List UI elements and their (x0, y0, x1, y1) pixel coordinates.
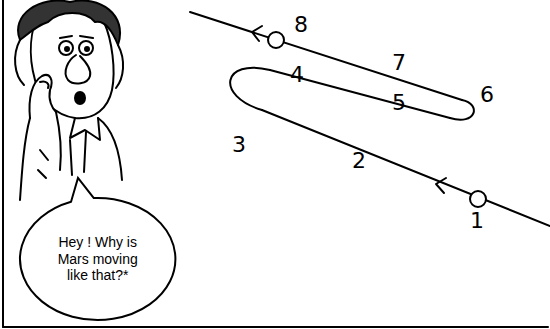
finger (40, 81, 49, 88)
brow (60, 36, 93, 38)
mars-track (190, 12, 462, 100)
hand (30, 75, 57, 118)
mars-loop (230, 68, 270, 110)
position-number: 8 (294, 14, 308, 36)
arm (56, 112, 61, 170)
hair (116, 45, 123, 88)
nose (66, 55, 91, 83)
speech-text: Hey ! Why is Mars moving like that?* (46, 234, 149, 284)
mars-loop (450, 100, 474, 120)
hair (18, 1, 120, 45)
position-number: 7 (392, 52, 406, 74)
shoulder (98, 118, 122, 180)
mouth (75, 92, 85, 104)
hair (15, 40, 24, 85)
pupil (65, 47, 69, 51)
speech-bubble: Hey ! Why is Mars moving like that?* (18, 196, 177, 322)
planet-circle (268, 32, 284, 48)
position-number: 3 (232, 134, 246, 156)
position-number: 2 (352, 150, 366, 172)
position-number: 4 (290, 64, 304, 86)
cuff (38, 150, 48, 178)
planet-circle (470, 191, 486, 207)
arm (20, 118, 30, 200)
frame-line (2, 0, 4, 327)
eye (59, 41, 73, 55)
mars-track (262, 110, 550, 226)
position-number: 5 (392, 92, 406, 114)
bubble-shape (20, 178, 175, 320)
shirt (70, 132, 86, 175)
frame-line (3, 326, 548, 328)
position-number: 1 (470, 210, 484, 232)
position-number: 6 (480, 84, 494, 106)
arrow-head (436, 178, 446, 193)
pupil (85, 47, 89, 51)
eye (79, 41, 93, 55)
arrow-head (252, 26, 262, 41)
